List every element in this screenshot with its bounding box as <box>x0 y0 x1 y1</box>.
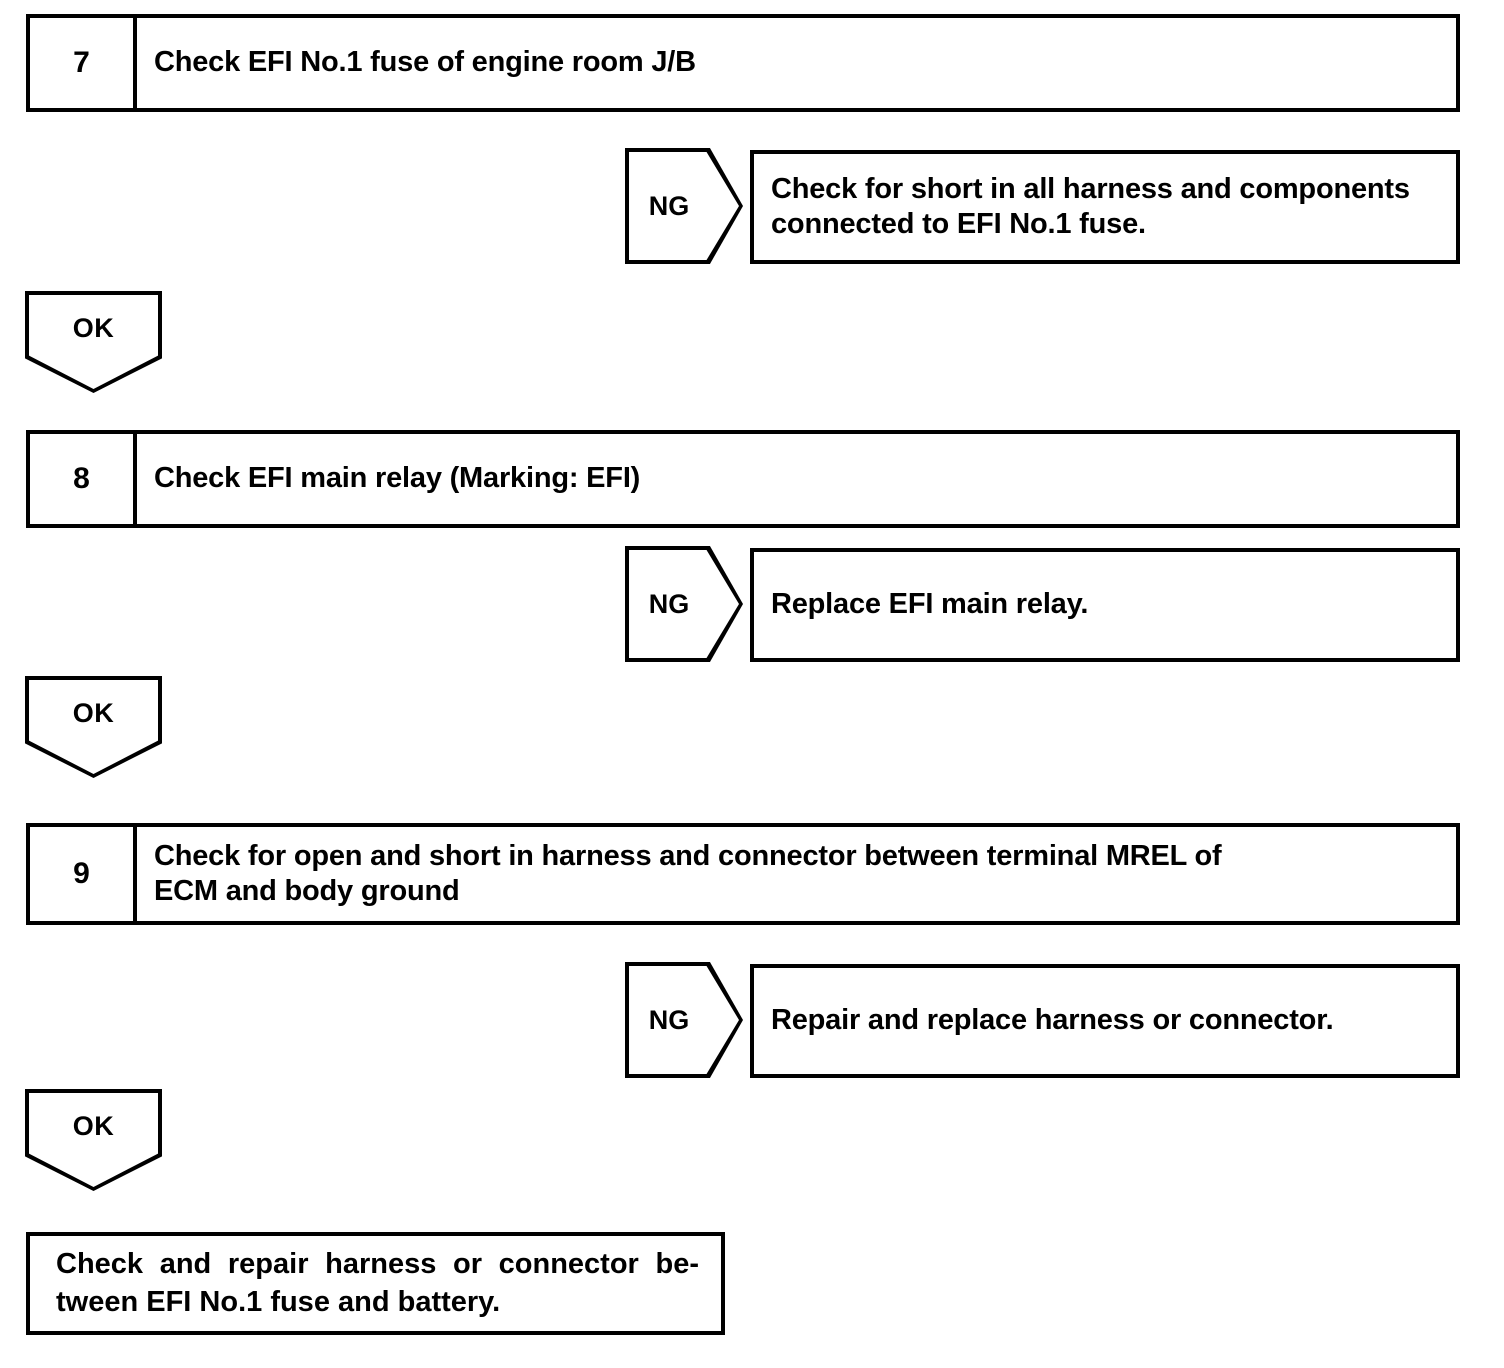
step-number-9: 9 <box>30 827 137 921</box>
ng-action-box-7: Check for short in all harness and compo… <box>750 150 1460 264</box>
step-text-line2-9: ECM and body ground <box>154 875 460 907</box>
ok-label-8: OK <box>72 698 115 728</box>
ng-action-box-9: Repair and replace harness or connector. <box>750 964 1460 1078</box>
ng-branch-7: NG Check for short in all harness and co… <box>625 148 1460 266</box>
ng-action-line1-7: Check for short in all harness and compo… <box>771 172 1410 205</box>
ng-action-line1-8: Replace EFI main relay. <box>771 588 1089 621</box>
ok-label-9: OK <box>72 1111 115 1141</box>
ng-label-7: NG <box>648 190 690 221</box>
ng-tag-7: NG <box>625 148 743 264</box>
result-line1: Check and repair harness or connector be… <box>56 1247 699 1280</box>
ng-tag-8: NG <box>625 546 743 662</box>
ng-tag-9: NG <box>625 962 743 1078</box>
step-text-7: Check EFI No.1 fuse of engine room J/B <box>154 46 696 79</box>
step-box-9: 9 Check for open and short in harness an… <box>26 823 1460 925</box>
result-box: Check and repair harness or connector be… <box>26 1232 725 1335</box>
step-box-7: 7 Check EFI No.1 fuse of engine room J/B <box>26 14 1460 112</box>
step-number-7: 7 <box>30 18 137 108</box>
ng-branch-9: NG Repair and replace harness or connect… <box>625 962 1460 1080</box>
ng-label-9: NG <box>648 1004 690 1035</box>
step-text-9: Check for open and short in harness and … <box>137 827 1456 921</box>
ok-tag-7: OK <box>25 291 162 393</box>
ok-tag-8: OK <box>25 676 162 778</box>
ok-tag-9: OK <box>25 1089 162 1191</box>
ng-action-box-8: Replace EFI main relay. <box>750 548 1460 662</box>
ng-label-8: NG <box>648 588 690 619</box>
step-box-8: 8 Check EFI main relay (Marking: EFI) <box>26 430 1460 528</box>
ok-label-7: OK <box>72 313 115 343</box>
step-number-8: 8 <box>30 434 137 524</box>
ng-branch-8: NG Replace EFI main relay. <box>625 546 1460 664</box>
step-text-line1-9: Check for open and short in harness and … <box>154 839 1222 872</box>
result-line2: tween EFI No.1 fuse and battery. <box>56 1285 501 1318</box>
step-text-8: Check EFI main relay (Marking: EFI) <box>154 462 641 495</box>
ng-action-line1-9: Repair and replace harness or connector. <box>771 1004 1334 1037</box>
ng-action-line2-7: connected to EFI No.1 fuse. <box>771 208 1146 240</box>
